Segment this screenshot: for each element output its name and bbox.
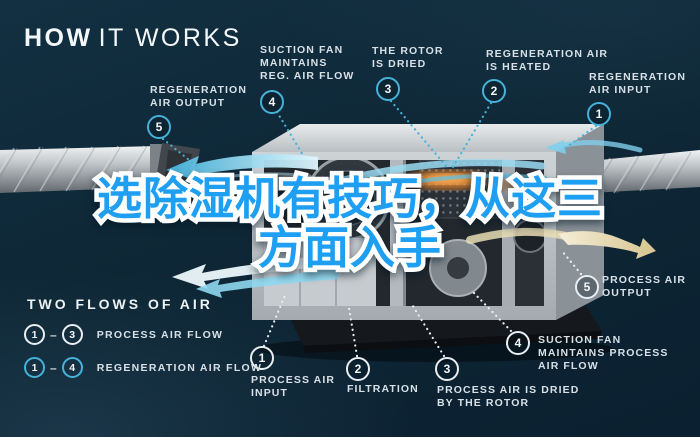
left-duct (0, 143, 200, 196)
legend-circle-from: 1 (24, 357, 45, 378)
callout-label-rotor-is-dried: THE ROTOR IS DRIED (372, 45, 444, 71)
callout-label-regeneration-air-output: REGENERATION AIR OUTPUT (150, 84, 247, 110)
label-line: IS DRIED (372, 58, 427, 70)
label-line: MAINTAINS (260, 57, 328, 69)
legend-row-process: 1 – 3 PROCESS AIR FLOW (24, 324, 262, 345)
label-line: INPUT (251, 387, 288, 399)
label-line: AIR INPUT (589, 84, 652, 96)
label-line: PROCESS AIR IS DRIED (437, 384, 580, 396)
title-light: IT WORKS (98, 24, 242, 52)
badge-4-suction-fan-reg: 4 (260, 90, 284, 114)
badge-1-process-input: 1 (250, 346, 274, 370)
callout-label-process-air-output: PROCESS AIR OUTPUT (602, 274, 686, 300)
badge-2-filtration: 2 (346, 357, 370, 381)
badge-5-process-output: 5 (575, 275, 599, 299)
label-line: REGENERATION (589, 71, 687, 83)
label-line: SUCTION FAN (260, 44, 344, 56)
leader-lines (161, 99, 598, 358)
label-line: THE ROTOR (372, 45, 444, 57)
label-line: MAINTAINS PROCESS (538, 347, 669, 359)
label-line: OUTPUT (602, 287, 652, 299)
badge-1-regeneration-input: 1 (587, 102, 611, 126)
label-line: AIR FLOW (538, 360, 599, 372)
badge-3-process-dried: 3 (435, 357, 459, 381)
label-line: SUCTION FAN (538, 334, 622, 346)
legend-circle-to: 3 (61, 324, 83, 345)
label-line: IS HEATED (486, 61, 552, 73)
regeneration-air-arrows (166, 140, 643, 196)
callout-label-suction-fan-process: SUCTION FAN MAINTAINS PROCESS AIR FLOW (538, 334, 669, 373)
label-line: REG. AIR FLOW (260, 70, 355, 82)
label-line: REGENERATION AIR (486, 48, 609, 60)
label-line: PROCESS AIR (251, 374, 336, 386)
legend-label-regeneration-air-flow: REGENERATION AIR FLOW (96, 361, 263, 374)
label-line: FILTRATION (347, 383, 419, 395)
legend-label-process-air-flow: PROCESS AIR FLOW (96, 328, 224, 341)
callout-label-regeneration-air-heated: REGENERATION AIR IS HEATED (486, 48, 608, 74)
title-bold: HOW (24, 24, 93, 52)
legend-row-regeneration: 1 – 4 REGENERATION AIR FLOW (24, 357, 262, 378)
label-line: REGENERATION (150, 84, 248, 96)
legend-circle-from: 1 (24, 324, 45, 345)
badge-5-regeneration-output: 5 (147, 115, 171, 139)
legend-circle-to: 4 (61, 357, 83, 378)
label-line: PROCESS AIR (602, 274, 687, 286)
legend-heading: TWO FLOWS OF AIR (27, 296, 213, 312)
callout-label-process-air-input: PROCESS AIR INPUT (251, 374, 335, 400)
callout-label-process-air-dried: PROCESS AIR IS DRIED BY THE ROTOR (437, 384, 579, 410)
label-line: BY THE ROTOR (437, 397, 530, 409)
legend-two-flows: TWO FLOWS OF AIR 1 – 3 PROCESS AIR FLOW … (24, 296, 262, 378)
badge-4-suction-fan-process: 4 (506, 331, 530, 355)
process-air-arrows (172, 227, 656, 298)
callout-label-filtration: FILTRATION (347, 383, 419, 396)
badge-2-regeneration-heated: 2 (482, 79, 506, 103)
label-line: AIR OUTPUT (150, 97, 226, 109)
callout-label-suction-fan-reg: SUCTION FAN MAINTAINS REG. AIR FLOW (260, 44, 354, 83)
legend-dash: – (50, 360, 57, 375)
legend-dash: – (50, 327, 57, 342)
badge-3-rotor-dried: 3 (376, 77, 400, 101)
callout-label-regeneration-air-input: REGENERATION AIR INPUT (589, 71, 686, 97)
